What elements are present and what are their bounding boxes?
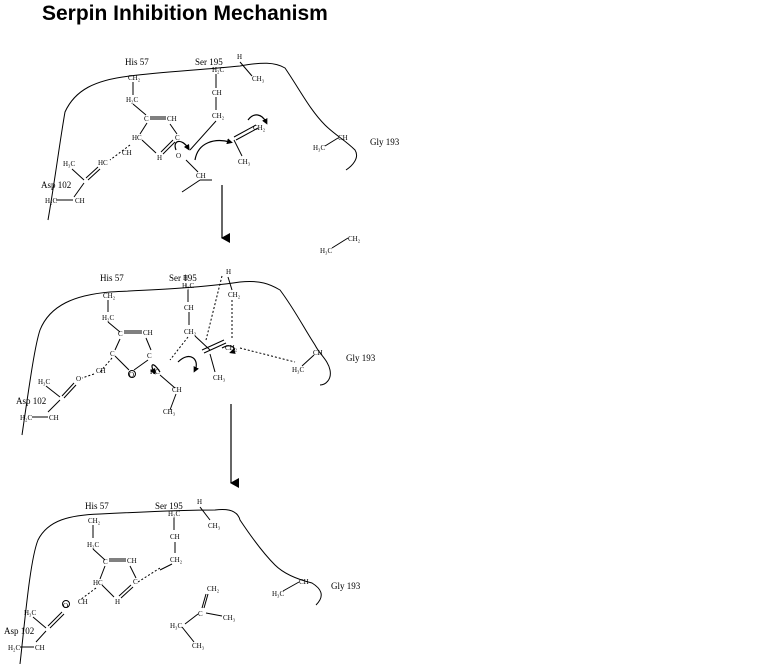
ring-c2-1: C — [175, 134, 180, 142]
svg-text:H₃C: H₃C — [24, 609, 36, 617]
svg-text:H₃C: H₃C — [320, 247, 332, 255]
asp-ch-1: CH — [75, 197, 85, 205]
svg-text:H₂C: H₂C — [8, 644, 20, 652]
svg-text:C: C — [110, 350, 115, 358]
svg-text:CH₃: CH₃ — [208, 522, 221, 530]
svg-text:CH₃: CH₃ — [223, 614, 236, 622]
ring-ch-2: CH — [122, 149, 132, 157]
svg-text:CH₂: CH₂ — [207, 585, 220, 593]
svg-text:CH: CH — [143, 329, 153, 337]
svg-text:H₃C: H₃C — [170, 622, 182, 630]
leaving-group: H₃C CH₂ — [320, 235, 361, 255]
svg-text:CH: CH — [170, 533, 180, 541]
svg-text:H: H — [226, 268, 231, 276]
svg-text:C: C — [133, 578, 138, 586]
his57-label-2: His 57 — [100, 273, 124, 283]
svg-text:H: H — [197, 498, 202, 506]
asp102-label-3: Asp 102 — [4, 626, 34, 636]
svg-text:CH: CH — [49, 414, 59, 422]
svg-text:CH: CH — [127, 557, 137, 565]
backbone-loop-2 — [21, 281, 331, 436]
svg-text:CH: CH — [172, 386, 182, 394]
svg-text:CH₂: CH₂ — [348, 235, 361, 243]
svg-text:CH: CH — [35, 644, 45, 652]
ser195-label-3: Ser 195 — [155, 501, 183, 511]
svg-text:H: H — [183, 274, 188, 282]
asp102-label-2: Asp 102 — [16, 396, 46, 406]
gly193-label-2: Gly 193 — [346, 353, 376, 363]
ser-ch-1: CH — [212, 89, 222, 97]
svg-text:H₂C: H₂C — [182, 282, 194, 290]
sub-ch2-1: CH₂ — [253, 124, 266, 132]
sub-ch3-1: CH₃ — [252, 75, 265, 83]
his57-label-1: His 57 — [125, 57, 149, 67]
diagram-title: Serpin Inhibition Mechanism — [42, 2, 328, 25]
svg-text:CH₂: CH₂ — [88, 517, 101, 525]
ser-ch2-1: CH₂ — [212, 112, 225, 120]
svg-text:CH: CH — [96, 367, 106, 375]
svg-text:H₃C: H₃C — [38, 378, 50, 386]
svg-text:H₂C: H₂C — [20, 414, 32, 422]
ser195-label-1: Ser 195 — [195, 57, 223, 67]
ring-ch-1: CH — [167, 115, 177, 123]
ser-ch3-1: CH — [196, 172, 206, 180]
stage-1: His 57 Ser 195 Asp 102 Gly 193 CH₂ H₂C C… — [41, 53, 400, 221]
svg-text:CH₂: CH₂ — [103, 292, 116, 300]
svg-text:CH: CH — [184, 304, 194, 312]
svg-text:C: C — [103, 558, 108, 566]
svg-text:CH₂: CH₂ — [170, 556, 183, 564]
asp-h2c-1: H₂C — [45, 197, 57, 205]
svg-text:CH: CH — [299, 578, 309, 586]
sub-ch3-2: CH₃ — [238, 158, 251, 166]
svg-text:H₃C: H₃C — [272, 590, 284, 598]
svg-text:CH: CH — [78, 598, 88, 606]
backbone-loop-1 — [47, 62, 358, 221]
asp102-label-1: Asp 102 — [41, 180, 71, 190]
svg-text:H: H — [115, 598, 120, 606]
stage-2: His 57 Ser 195 Asp 102 Gly 193 CH₂ H₂C C… — [16, 268, 376, 436]
ring-hc-1: HC — [132, 134, 142, 142]
stage-3: His 57 Ser 195 Asp 102 Gly 193 CH₂ H₂C C… — [4, 498, 361, 665]
svg-text:CH: CH — [313, 349, 323, 357]
svg-text:C: C — [147, 352, 152, 360]
svg-text:H₂C: H₂C — [102, 314, 114, 322]
his-h2c-1: H₂C — [126, 96, 138, 104]
svg-text:O: O — [63, 602, 68, 610]
his57-label-3: His 57 — [85, 501, 109, 511]
svg-text:CH₃: CH₃ — [213, 374, 226, 382]
svg-text:CH₃: CH₃ — [192, 642, 205, 650]
ser195-label-2: Ser 195 — [169, 273, 197, 283]
svg-text:HC: HC — [93, 579, 103, 587]
asp-h3c-1: H₃C — [63, 160, 75, 168]
svg-text:H₃C: H₃C — [292, 366, 304, 374]
asp-hc-1: HC — [98, 159, 108, 167]
svg-text:CH₂: CH₂ — [184, 328, 197, 336]
svg-text:CH₂: CH₂ — [228, 291, 241, 299]
gly-h3c-1: H₃C — [313, 144, 325, 152]
svg-text:CH₃: CH₃ — [163, 408, 176, 416]
svg-text:C: C — [198, 610, 203, 618]
svg-text:H₂C: H₂C — [87, 541, 99, 549]
ser-ho-1: O — [176, 152, 181, 160]
gly193-label-3: Gly 193 — [331, 581, 361, 591]
svg-text:H₂C: H₂C — [168, 510, 180, 518]
svg-text:O: O — [129, 371, 134, 379]
svg-text:C: C — [118, 330, 123, 338]
svg-text:CH₂: CH₂ — [225, 344, 238, 352]
backbone-loop-3 — [19, 509, 322, 665]
ser-h2c-1: H₂C — [212, 66, 224, 74]
gly-ch-1: CH — [338, 134, 348, 142]
sub-h-1: H — [237, 53, 242, 61]
ring-c-1: C — [144, 115, 149, 123]
gly193-label-1: Gly 193 — [370, 137, 400, 147]
his-ch2-1: CH₂ — [128, 74, 141, 82]
svg-text:O: O — [76, 375, 81, 383]
ring-h-1: H — [157, 154, 162, 162]
